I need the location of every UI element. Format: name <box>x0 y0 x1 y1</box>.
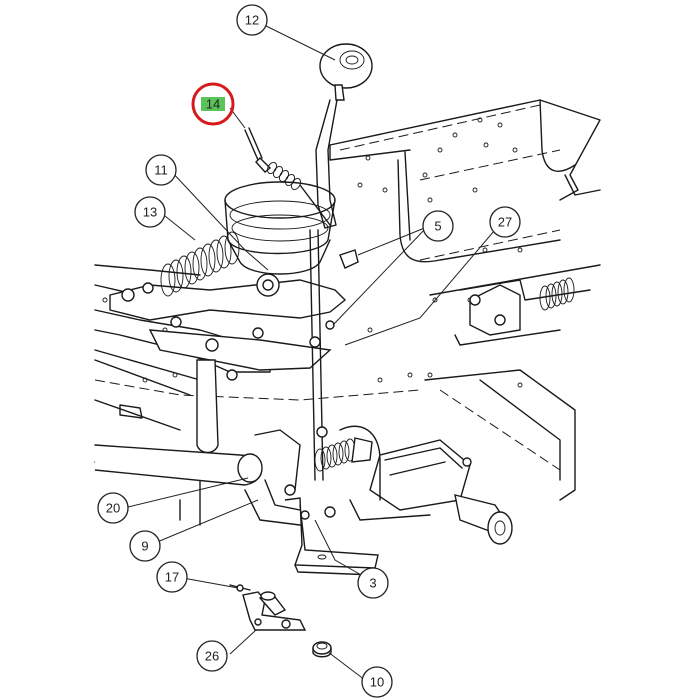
transaxle <box>339 425 513 545</box>
callout-9-label: 9 <box>141 539 148 554</box>
callout-26-label: 26 <box>205 649 219 664</box>
callout-27[interactable]: 27 <box>489 206 521 238</box>
spring-14 <box>244 127 302 191</box>
spring-transaxle <box>314 426 373 472</box>
highlight-box <box>201 97 225 111</box>
callout-13[interactable]: 13 <box>134 196 166 228</box>
lower-linkage <box>244 429 336 526</box>
callout-13-label: 13 <box>143 205 157 220</box>
pin-part-5 <box>309 249 359 348</box>
callout-12-label: 12 <box>245 13 259 28</box>
spring-13 <box>160 231 240 297</box>
leader-lines <box>123 20 501 681</box>
callout-3-label: 3 <box>369 576 376 591</box>
callout-9[interactable]: 9 <box>129 530 161 562</box>
callout-14[interactable]: 14 <box>191 82 235 126</box>
highlight-ring <box>191 82 235 126</box>
frame-plate <box>329 99 601 501</box>
callout-11[interactable]: 11 <box>145 154 177 186</box>
callout-17-label: 17 <box>165 570 179 585</box>
callout-20-label: 20 <box>106 501 120 516</box>
callout-10[interactable]: 10 <box>361 666 393 698</box>
callout-26[interactable]: 26 <box>196 640 228 672</box>
pivot-bracket <box>109 273 347 381</box>
callout-3[interactable]: 3 <box>357 567 389 599</box>
callout-11-label: 11 <box>154 163 168 178</box>
callout-5[interactable]: 5 <box>422 210 454 242</box>
callout-27-label: 27 <box>498 215 512 230</box>
spring-right <box>469 277 575 336</box>
bracket-26 <box>229 584 307 631</box>
shift-lever <box>299 43 373 481</box>
callout-10-label: 10 <box>370 675 384 690</box>
callout-20[interactable]: 20 <box>97 492 129 524</box>
callout-17[interactable]: 17 <box>156 561 188 593</box>
pivot-shaft <box>94 359 263 486</box>
callout-12[interactable]: 12 <box>236 4 268 36</box>
callout-14-label: 14 <box>206 97 220 112</box>
nut-10 <box>312 641 332 658</box>
callout-5-label: 5 <box>434 219 441 234</box>
